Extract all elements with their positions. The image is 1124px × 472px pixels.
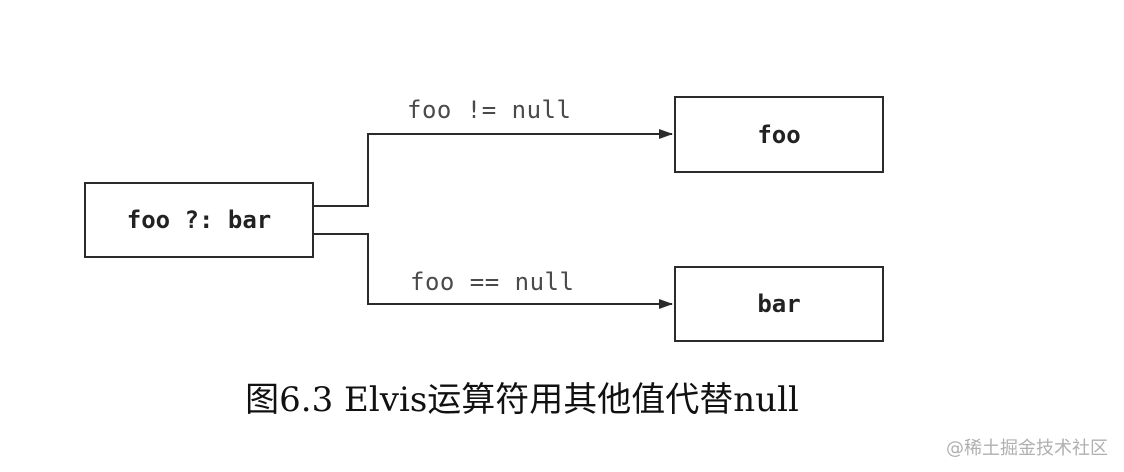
source-node: foo ?: bar — [84, 182, 314, 258]
connector-to-bar — [314, 233, 673, 309]
target-node-foo: foo — [674, 96, 884, 173]
connector-to-foo — [314, 129, 673, 207]
target-node-bar: bar — [674, 266, 884, 342]
edge-label-is-null: foo == null — [410, 268, 575, 296]
figure-caption: 图6.3 Elvis运算符用其他值代替null — [245, 380, 799, 420]
watermark: @稀土掘金技术社区 — [946, 438, 1108, 459]
edge-label-not-null: foo != null — [407, 96, 572, 124]
